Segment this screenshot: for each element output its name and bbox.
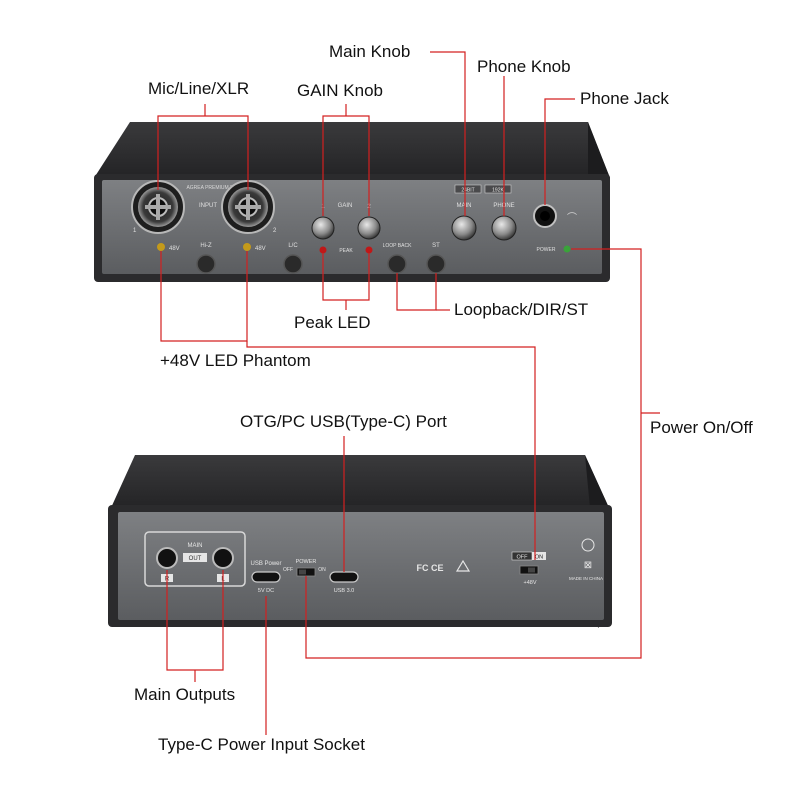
phantom-switch-lever (528, 567, 535, 573)
back-panel (118, 512, 604, 620)
callout-typec-power: Type-C Power Input Socket (158, 735, 365, 754)
callout-lines (157, 51, 660, 735)
line-phantom-to-back (246, 341, 536, 560)
hiz-label: Hi-Z (200, 243, 212, 249)
phantom-led-1-label: 48V (169, 246, 180, 252)
callout-otg-port: OTG/PC USB(Type-C) Port (240, 412, 447, 431)
hiz-button[interactable] (196, 254, 216, 274)
callout-phone-knob: Phone Knob (477, 57, 571, 76)
peak-led-1 (319, 246, 327, 254)
callout-phone-jack: Phone Jack (580, 89, 669, 108)
main-out-r-jack[interactable] (156, 547, 178, 569)
channel-2-label: 2 (273, 228, 277, 234)
phone-knob[interactable] (491, 215, 517, 241)
main-out-out-label: OUT (189, 556, 202, 562)
rate-badge-bg (484, 184, 512, 194)
made-in-label: MADE IN CHINA (569, 576, 603, 581)
power-switch-label: POWER (296, 559, 317, 565)
phantom-off-label: OFF (517, 555, 529, 561)
st-button[interactable] (426, 254, 446, 274)
peak-led-2 (365, 246, 373, 254)
cert-marks: FC CE (417, 563, 444, 573)
main-out-badge-bg (183, 553, 207, 562)
dc-label: 5V DC (258, 588, 274, 594)
input-label: INPUT (199, 203, 217, 209)
st-label: ST (432, 243, 440, 249)
phantom-led-1 (157, 243, 165, 251)
callout-peak-led: Peak LED (294, 313, 371, 332)
lc-label: L/C (288, 243, 298, 249)
phantom-led-2-label: 48V (255, 246, 266, 252)
usb3-port[interactable] (329, 571, 359, 583)
back-chassis-top (110, 455, 610, 510)
line-phone-jack (544, 98, 575, 205)
warning-triangle-icon (455, 559, 471, 572)
power-off-label: OFF (283, 567, 293, 573)
usb-power-label: USB Power (250, 561, 281, 567)
back-unit: MAIN OUT R L USB Power 5V DC POWER OFF O… (108, 455, 612, 628)
callout-main-outputs: Main Outputs (134, 685, 236, 704)
main-out-l-jack[interactable] (212, 547, 234, 569)
headphone-icon: ⌒ (567, 212, 577, 224)
xlr-input-2[interactable] (221, 180, 275, 234)
phantom-led-2 (243, 243, 251, 251)
xlr-input-1[interactable] (131, 180, 185, 234)
line-power-front (305, 248, 642, 659)
loopback-label: LOOP BACK (383, 243, 412, 249)
line-phantom (160, 251, 248, 342)
phantom-label: +48V (524, 580, 537, 586)
bit-badge-bg (454, 184, 482, 194)
callout-main-knob: Main Knob (329, 42, 411, 61)
line-main-knob (430, 51, 466, 216)
callout-phantom-led: +48V LED Phantom (160, 351, 311, 370)
main-out-frame (144, 531, 246, 587)
phantom-on-bg (532, 552, 546, 560)
main-label: MAIN (457, 203, 472, 209)
bit-badge: 24BIT (461, 188, 474, 194)
front-chassis-top (94, 122, 610, 178)
callout-loopback: Loopback/DIR/ST (454, 300, 589, 319)
line-mic-xlr (157, 115, 249, 190)
power-label: POWER (537, 247, 556, 253)
gain-label: GAIN (338, 203, 353, 209)
power-switch-lever (299, 569, 306, 575)
phantom-on-label: ON (535, 555, 543, 561)
gain-knob-1[interactable] (311, 216, 335, 240)
peak-label: PEAK (339, 248, 353, 254)
channel-1-label: 1 (133, 228, 137, 234)
usb-power-port[interactable] (251, 571, 281, 583)
phone-jack-hole (540, 211, 550, 221)
loopback-button[interactable] (387, 254, 407, 274)
usb3-label: USB 3.0 (334, 588, 354, 594)
callout-mic-line-xlr: Mic/Line/XLR (148, 79, 250, 98)
rate-badge: 192K (492, 188, 504, 194)
gain-knob-2[interactable] (357, 216, 381, 240)
lc-button[interactable] (283, 254, 303, 274)
main-out-main-label: MAIN (188, 543, 203, 549)
power-led (563, 245, 571, 253)
ground-icon (581, 538, 595, 552)
line-loopback (396, 273, 437, 311)
callout-gain-knob: GAIN Knob (297, 81, 383, 100)
front-unit: AGREA PREMIUM MICPRE INPUT 1 2 48V 48V H… (94, 122, 610, 282)
callout-power-on-off: Power On/Off (650, 418, 753, 437)
preamp-title: AGREA PREMIUM MICPRE (186, 185, 250, 191)
weee-bin-icon: ⊠ (584, 560, 592, 571)
power-on-label: ON (318, 567, 326, 573)
main-knob[interactable] (451, 215, 477, 241)
